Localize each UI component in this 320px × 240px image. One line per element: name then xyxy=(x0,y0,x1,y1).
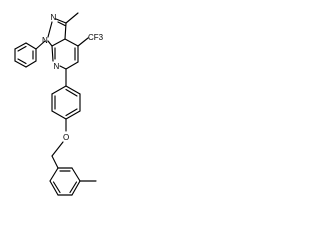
bond xyxy=(25,42,37,50)
bond xyxy=(65,61,79,70)
methyl-bond xyxy=(65,12,79,24)
bond-double xyxy=(52,181,61,194)
bond-double xyxy=(65,88,78,97)
bond xyxy=(64,22,67,40)
bond xyxy=(59,65,67,70)
bond-double xyxy=(17,45,27,52)
atom-label-n2: N xyxy=(51,13,57,22)
bond xyxy=(25,60,37,68)
bond xyxy=(71,180,81,196)
bond xyxy=(49,167,59,182)
bond xyxy=(65,110,81,120)
atom-label-n1: N xyxy=(42,36,48,45)
chemical-structure-drawing: N N N CF3 O xyxy=(14,12,104,196)
bond xyxy=(51,38,66,47)
bond-double xyxy=(65,108,78,117)
atom-label-n7: N xyxy=(54,62,60,71)
bond-double xyxy=(17,58,27,65)
bond xyxy=(64,38,79,47)
bond xyxy=(51,155,59,169)
bond-double xyxy=(69,181,78,194)
bond xyxy=(47,21,53,38)
bond xyxy=(65,85,81,95)
bond-double xyxy=(57,21,66,27)
cf3-bond xyxy=(77,37,89,47)
bond xyxy=(51,85,67,95)
bond xyxy=(14,42,27,50)
bond xyxy=(51,141,64,157)
bond xyxy=(51,110,67,120)
pyrazole-ring xyxy=(47,18,67,47)
bond xyxy=(49,180,59,196)
bond xyxy=(55,18,67,24)
bond xyxy=(47,40,53,47)
atom-label-oxygen: O xyxy=(63,133,69,142)
pyridine-ring xyxy=(51,38,79,70)
cf3-label: CF3 xyxy=(88,33,104,42)
bond xyxy=(35,40,46,50)
tolyl-ring xyxy=(49,167,81,196)
structure-canvas: N N N CF3 O xyxy=(0,0,144,223)
bond xyxy=(14,60,27,68)
n-phenyl-ring xyxy=(14,42,37,68)
bond xyxy=(71,167,81,182)
bond xyxy=(51,45,54,62)
phenylene-ring xyxy=(51,85,81,120)
bond-double xyxy=(60,63,65,66)
